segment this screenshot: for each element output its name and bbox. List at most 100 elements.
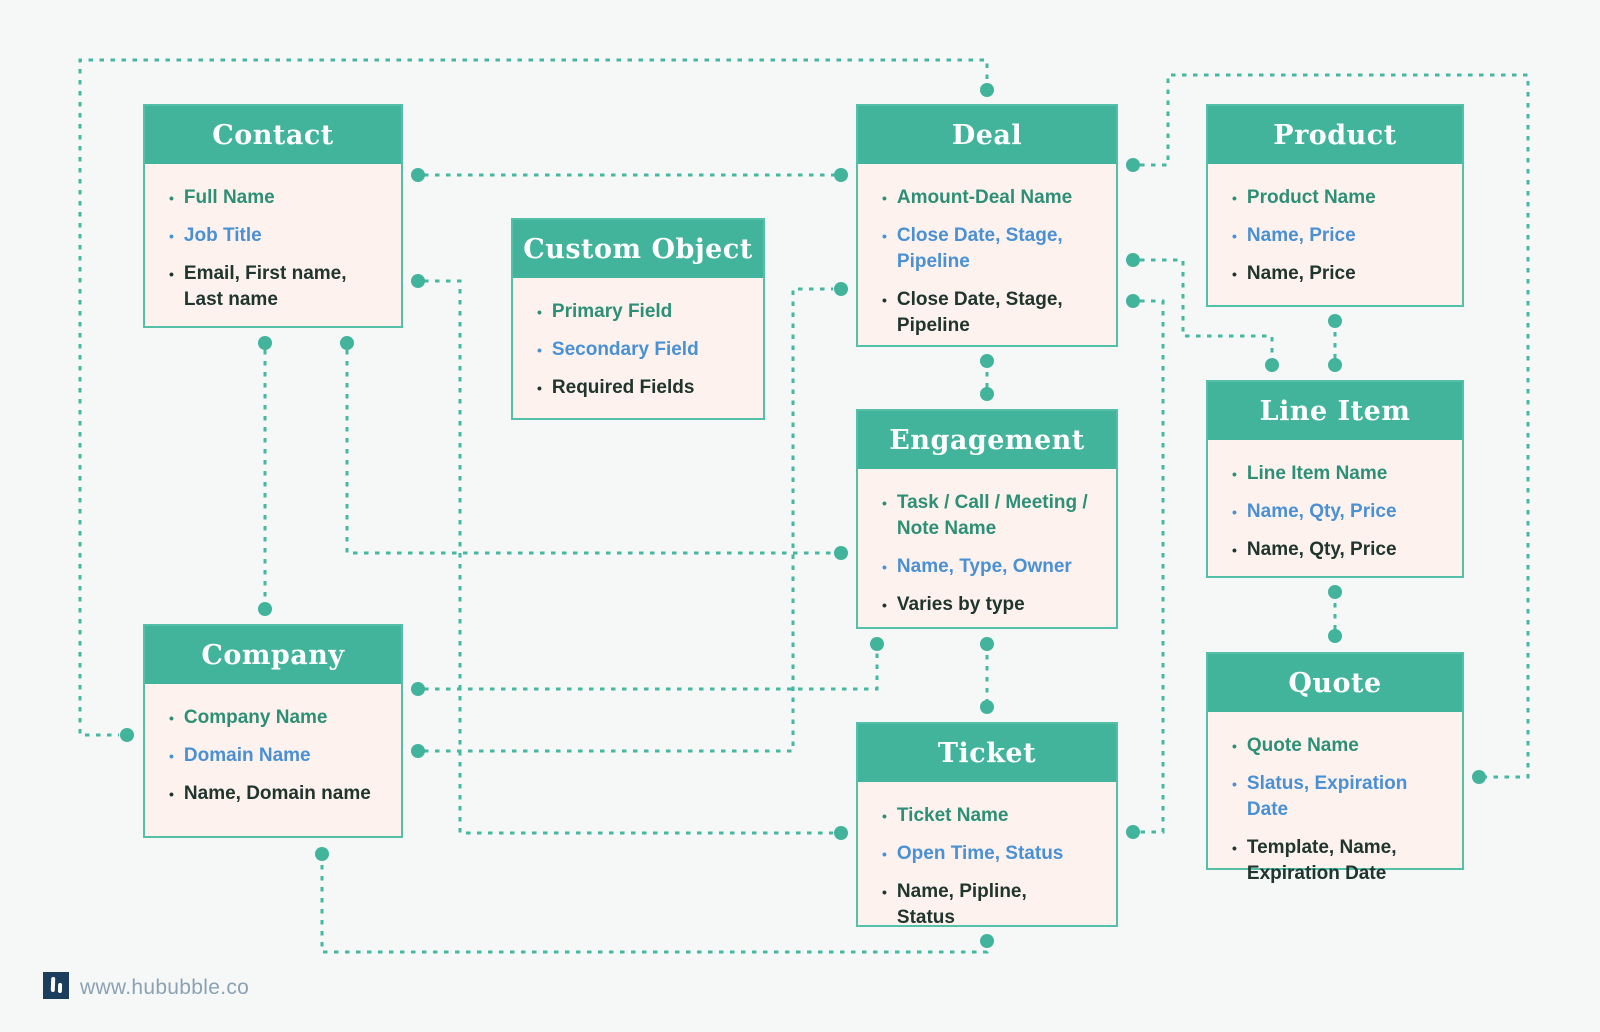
bullet-icon: • <box>1232 504 1237 520</box>
entity-item-label: Product Name <box>1246 187 1376 208</box>
entity-title: Ticket <box>858 724 1116 782</box>
entity-item-label: Open Time, Status <box>896 843 1064 864</box>
entity-items: •Product Name•Name, Price•Name, Price <box>1208 164 1462 287</box>
bullet-icon: • <box>882 559 887 575</box>
connection-dot <box>411 274 425 288</box>
entity-title: Engagement <box>858 411 1116 469</box>
bullet-icon: • <box>169 228 174 244</box>
bullet-icon: • <box>1232 776 1237 792</box>
bullet-icon: • <box>1232 542 1237 558</box>
logo-bar <box>57 982 63 994</box>
entity-item: • Ticket Name <box>882 803 1090 829</box>
bullet-icon: • <box>882 228 887 244</box>
entity-item-label: Company Name <box>183 707 328 728</box>
bullet-icon: • <box>882 292 887 308</box>
entity-items: •Line Item Name•Name, Qty, Price•Name, Q… <box>1208 440 1462 563</box>
entity-item: • Name, Qty, Price <box>1232 537 1436 563</box>
bullet-icon: • <box>169 266 174 282</box>
bullet-icon: • <box>1232 466 1237 482</box>
bullet-icon: • <box>169 748 174 764</box>
entity-item: •Name, Pipline, Status <box>882 879 1090 931</box>
connector-contact-ticket <box>424 279 833 835</box>
connection-dot <box>1126 294 1140 308</box>
connection-dot <box>1126 158 1140 172</box>
entity-ticket: Ticket • Ticket Name • Open Time, Status •Na… <box>856 722 1118 928</box>
entity-title: Product <box>1208 106 1462 164</box>
entity-title: Line Item <box>1208 382 1462 440</box>
entity-item: •Varies by type <box>882 592 1090 618</box>
entity-deal: Deal •Amount-Deal Name•Close Date, Stage… <box>856 104 1118 347</box>
connection-dot <box>1126 253 1140 267</box>
entity-item: • Name, Type, Owner <box>882 554 1090 580</box>
entity-item-label: Close Date, Stage, Pipeline <box>896 289 1063 336</box>
entity-item-label: Email, First name, Last name <box>183 263 347 310</box>
entity-item-label: Close Date, Stage, Pipeline <box>896 225 1063 272</box>
connection-dot <box>980 354 994 368</box>
entity-item-label: Required Fields <box>551 377 695 398</box>
bullet-icon: • <box>882 846 887 862</box>
entity-item: •Primary Field <box>537 299 737 325</box>
entity-engagement: Engagement •Task / Call / Meeting / Note… <box>856 409 1118 629</box>
logo-bar <box>50 976 56 993</box>
bullet-icon: • <box>882 495 887 511</box>
entity-items: •Amount-Deal Name•Close Date, Stage, Pip… <box>858 164 1116 339</box>
entity-item-label: Name, Price <box>1246 263 1356 284</box>
bullet-icon: • <box>169 786 174 802</box>
entity-item-label: Name, Type, Owner <box>896 556 1072 577</box>
entity-item: •Slatus, Expiration Date <box>1232 771 1436 823</box>
entity-item-label: Name, Qty, Price <box>1246 539 1397 560</box>
connector-deal-quote-loop <box>1140 73 1530 779</box>
entity-item: •Required Fields <box>537 375 737 401</box>
connector-deal-ticket <box>1140 299 1165 834</box>
entity-product: Product •Product Name•Name, Price•Name, … <box>1206 104 1464 307</box>
connection-dot <box>1328 358 1342 372</box>
bullet-icon: • <box>169 710 174 726</box>
connector-contact-engagement <box>345 350 833 555</box>
entity-item-label: Secondary Field <box>551 339 699 360</box>
entity-item-label: Name, Domain name <box>183 783 371 804</box>
entity-item-label: Ticket Name <box>896 805 1009 826</box>
entity-item: •Quote Name <box>1232 733 1436 759</box>
entity-item: • Close Date, Stage, Pipeline <box>882 287 1090 339</box>
entity-item: •Name, Price <box>1232 261 1436 287</box>
connection-dot <box>834 826 848 840</box>
connector-company-ticket-loop <box>320 854 989 954</box>
entity-title: Quote <box>1208 654 1462 712</box>
connection-dot <box>411 168 425 182</box>
entity-item: • Company Name <box>169 705 375 731</box>
bullet-icon: • <box>882 190 887 206</box>
entity-title: Deal <box>858 106 1116 164</box>
entity-items: •Company Name•Domain Name•Name, Domain n… <box>145 684 401 807</box>
connection-dot <box>1126 825 1140 839</box>
entity-item-label: Name, Pipline, Status <box>896 881 1027 928</box>
connection-dot <box>258 336 272 350</box>
connection-dot <box>1265 358 1279 372</box>
connection-dot <box>411 744 425 758</box>
entity-item-label: Line Item Name <box>1246 463 1388 484</box>
entity-items: •Task / Call / Meeting / Note Name•Name,… <box>858 469 1116 618</box>
connection-dot <box>834 546 848 560</box>
entity-item: •Amount-Deal Name <box>882 185 1090 211</box>
entity-item: • Line Item Name <box>1232 461 1436 487</box>
entity-line-item: Line Item • Line Item Name • Name, Qty, Pri… <box>1206 380 1464 578</box>
bullet-icon: • <box>1232 840 1237 856</box>
entity-items: •Quote Name•Slatus, Expiration Date•Temp… <box>1208 712 1462 887</box>
entity-title: Custom Object <box>513 220 763 278</box>
entity-item: • Email, First name, Last name <box>169 261 375 313</box>
bullet-icon: • <box>537 342 542 358</box>
entity-item-label: Full Name <box>183 187 275 208</box>
entity-item-label: Template, Name, Expiration Date <box>1246 837 1397 884</box>
entity-item: •Job Title <box>169 223 375 249</box>
entity-item: •Product Name <box>1232 185 1436 211</box>
connection-dot <box>834 168 848 182</box>
bullet-icon: • <box>882 808 887 824</box>
website-url: www.hububble.co <box>80 976 250 999</box>
entity-item: • Close Date, Stage, Pipeline <box>882 223 1090 275</box>
entity-item-label: Varies by type <box>896 594 1025 615</box>
connection-dot <box>980 83 994 97</box>
connection-dot <box>980 637 994 651</box>
entity-title: Company <box>145 626 401 684</box>
entity-item: • Secondary Field <box>537 337 737 363</box>
hububble-logo-icon <box>43 972 69 999</box>
